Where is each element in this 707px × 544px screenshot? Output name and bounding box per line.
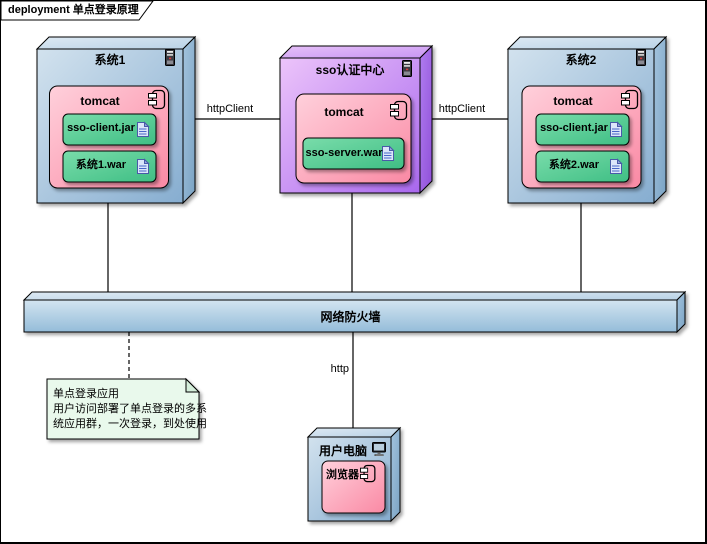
system1-artifact-war bbox=[62, 150, 157, 183]
sso-artifact-label: sso-server.war bbox=[305, 147, 383, 159]
system2-title: 系统2 bbox=[565, 53, 597, 67]
component-icon bbox=[621, 89, 639, 110]
component-icon bbox=[148, 89, 166, 110]
note-text-line2: 用户访问部署了单点登录的多系 bbox=[53, 403, 207, 415]
browser-label: 浏览器 bbox=[326, 469, 359, 481]
document-icon bbox=[137, 121, 150, 137]
link-label-httpclient-left: httpClient bbox=[206, 103, 254, 115]
server-icon bbox=[165, 49, 175, 66]
frame-tab bbox=[1, 1, 154, 21]
link-label-httpclient-right: httpClient bbox=[438, 103, 486, 115]
server-icon bbox=[636, 49, 646, 66]
system1-artifact-label: 系统1.war bbox=[75, 159, 127, 171]
system1-node bbox=[35, 35, 197, 205]
system2-artifact-sso-client bbox=[535, 113, 630, 146]
sso-tomcat-label: tomcat bbox=[324, 105, 364, 119]
system2-artifact-label: sso-client.jar bbox=[540, 122, 608, 134]
link-label-http: http bbox=[330, 363, 349, 375]
sso-center-node bbox=[278, 44, 434, 195]
note-text-line3: 统应用群，一次登录，到处使用 bbox=[53, 418, 207, 430]
user-pc-node bbox=[306, 426, 402, 523]
frame-title: deployment 单点登录原理 bbox=[8, 4, 139, 16]
note-text-line1: 单点登录应用 bbox=[53, 388, 119, 400]
component-icon bbox=[390, 100, 408, 121]
firewall-title: 网络防火墙 bbox=[320, 310, 381, 324]
user-pc-title: 用户电脑 bbox=[318, 444, 367, 458]
system2-node bbox=[506, 35, 668, 205]
firewall-node bbox=[22, 290, 687, 334]
server-icon bbox=[402, 60, 412, 77]
system1-title: 系统1 bbox=[94, 53, 126, 67]
document-icon bbox=[382, 145, 395, 161]
document-icon bbox=[610, 121, 623, 137]
system2-artifact-label: 系统2.war bbox=[548, 159, 600, 171]
system1-tomcat-label: tomcat bbox=[80, 94, 120, 108]
system1-artifact-sso-client bbox=[62, 113, 157, 146]
document-icon bbox=[137, 158, 150, 174]
system1-artifact-label: sso-client.jar bbox=[67, 122, 135, 134]
connectors bbox=[107, 118, 582, 437]
document-icon bbox=[610, 158, 623, 174]
system2-tomcat-label: tomcat bbox=[553, 94, 593, 108]
system2-artifact-war bbox=[535, 150, 630, 183]
sso-artifact-server-war bbox=[302, 137, 405, 170]
browser-component bbox=[321, 460, 386, 514]
component-icon bbox=[360, 464, 376, 483]
sso-note bbox=[46, 377, 201, 440]
monitor-icon bbox=[372, 442, 386, 456]
sso-center-title: sso认证中心 bbox=[315, 63, 385, 77]
